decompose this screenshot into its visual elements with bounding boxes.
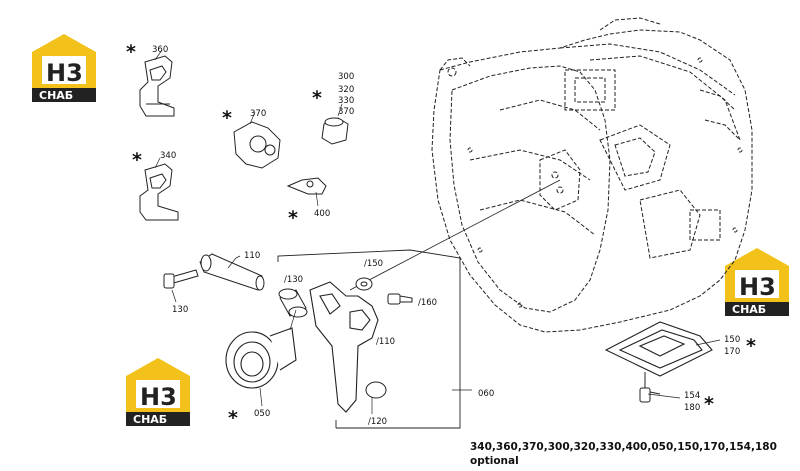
- part-340-bracket: [139, 157, 179, 221]
- footnote-part-list: 340,360,370,300,320,330,400,050,150,170,…: [470, 441, 777, 453]
- footnote-optional: optional: [470, 455, 519, 467]
- label-050: 050: [254, 409, 270, 419]
- label-160: /160: [418, 298, 437, 308]
- label-110-fork: /110: [376, 337, 395, 347]
- part-labels: 360 300 320 330 370 370 340 400 110 /130…: [152, 45, 740, 427]
- label-060: 060: [478, 389, 494, 399]
- part-050-release-bearing: [225, 327, 297, 389]
- label-340: 340: [160, 151, 176, 161]
- asterisk-300: *: [312, 87, 322, 109]
- svg-text:H3: H3: [739, 273, 776, 301]
- part-300-sleeve: [321, 103, 349, 145]
- part-154-bolt: [639, 372, 661, 403]
- svg-text:CHAБ: CHAБ: [732, 303, 766, 316]
- label-110-shaft: 110: [244, 251, 260, 261]
- label-120: /120: [368, 417, 387, 427]
- watermark-logo-top-left: H3 CHAБ: [32, 34, 96, 102]
- label-154: 154: [684, 391, 700, 401]
- label-300: 300: [338, 72, 354, 82]
- part-130-bushing: [278, 288, 308, 318]
- label-370-top: 370: [338, 107, 354, 117]
- watermark-top-text: H3: [46, 59, 83, 87]
- asterisk-150: *: [746, 335, 756, 357]
- part-130-bolt: [163, 269, 199, 303]
- label-330: 330: [338, 96, 354, 106]
- asterisk-340: *: [132, 149, 142, 171]
- asterisk-400: *: [288, 207, 298, 229]
- watermark-bottom-text: CHAБ: [39, 89, 73, 102]
- label-130-bolt: 130: [172, 305, 188, 315]
- part-370-clamp: [233, 111, 281, 169]
- part-120-cap: [365, 381, 387, 399]
- label-370: 370: [250, 109, 266, 119]
- optional-markers: * * * * * * * *: [126, 41, 756, 429]
- part-360-bracket: [139, 49, 175, 117]
- asterisk-154: *: [704, 393, 714, 415]
- part-150-bushing: [355, 277, 373, 291]
- part-110-shaft: [199, 253, 265, 291]
- asterisk-050: *: [228, 407, 238, 429]
- watermark-logo-right: H3 CHAБ: [725, 248, 789, 316]
- label-130-bushing: /130: [284, 275, 303, 285]
- label-150-plate: 150: [724, 335, 740, 345]
- leader-line: [349, 179, 561, 291]
- part-150-cover-plate: [604, 321, 713, 377]
- label-170: 170: [724, 347, 740, 357]
- watermark-logo-bottom-left: H3 CHAБ: [126, 358, 190, 426]
- label-320: 320: [338, 85, 354, 95]
- label-400: 400: [314, 209, 330, 219]
- part-110-release-fork: [309, 281, 379, 413]
- part-400-clip: [286, 177, 327, 207]
- gearbox-housing-drawing: [431, 17, 753, 333]
- label-150-bushing: /150: [364, 259, 383, 269]
- asterisk-360: *: [126, 41, 136, 63]
- label-360: 360: [152, 45, 168, 55]
- part-160-bolt: [387, 293, 413, 305]
- fork-group-bracket: [277, 249, 461, 429]
- label-180: 180: [684, 403, 700, 413]
- leader-ticks: [259, 309, 721, 414]
- svg-text:CHAБ: CHAБ: [133, 413, 167, 426]
- footnote: 340,360,370,300,320,330,400,050,150,170,…: [470, 441, 777, 467]
- asterisk-370: *: [222, 107, 232, 129]
- svg-text:H3: H3: [140, 383, 177, 411]
